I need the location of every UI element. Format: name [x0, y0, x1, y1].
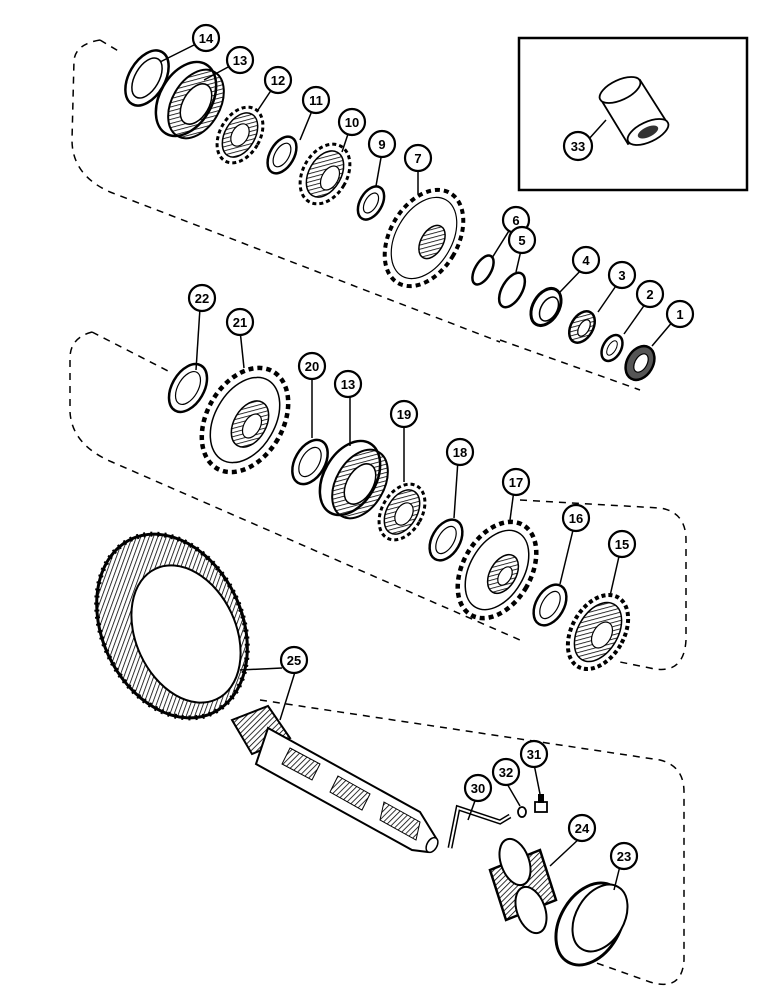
callout-label: 10 — [345, 115, 359, 130]
callout-13-upper: 13 — [225, 45, 255, 75]
callout-5: 5 — [507, 225, 537, 255]
callout-label: 7 — [414, 151, 421, 166]
callout-label: 33 — [571, 139, 585, 154]
callout-23: 23 — [609, 841, 639, 871]
callout-label: 2 — [646, 287, 653, 302]
o-ring-32 — [517, 806, 527, 818]
snap-ring-5 — [497, 271, 527, 309]
callout-label: 17 — [509, 475, 523, 490]
callout-2: 2 — [635, 279, 665, 309]
callout-33: 33 — [562, 130, 594, 162]
washer-20 — [291, 438, 329, 486]
callout-3: 3 — [607, 260, 637, 290]
callout-24: 24 — [567, 813, 597, 843]
nut-1 — [624, 344, 656, 382]
callout-25: 25 — [279, 645, 309, 675]
callout-31: 31 — [519, 739, 549, 769]
callout-32: 32 — [491, 757, 521, 787]
callout-14: 14 — [191, 23, 221, 53]
gear-15 — [565, 593, 631, 671]
snap-ring-6 — [471, 254, 495, 286]
callout-19: 19 — [389, 399, 419, 429]
oil-tube-30 — [447, 804, 512, 849]
callout-label: 30 — [471, 781, 485, 796]
ring-gear-25 — [94, 531, 250, 721]
washer-22 — [167, 362, 209, 414]
callout-label: 23 — [617, 849, 631, 864]
callout-label: 32 — [499, 765, 513, 780]
washer-11 — [266, 135, 298, 175]
callout-label: 21 — [233, 315, 247, 330]
callout-label: 24 — [575, 821, 590, 836]
coupler-13-upper — [154, 60, 225, 140]
callout-17: 17 — [501, 467, 531, 497]
gear-21 — [199, 365, 291, 475]
bearing-cup-23 — [554, 881, 629, 967]
callout-label: 4 — [582, 253, 590, 268]
bearing-cone-3 — [567, 310, 597, 344]
callout-label: 16 — [569, 511, 583, 526]
group-outline-lower — [259, 339, 685, 986]
fitting-31 — [534, 794, 548, 813]
callout-label: 13 — [233, 53, 247, 68]
gear-17 — [455, 519, 539, 621]
callout-label: 6 — [512, 213, 519, 228]
bearing-cup-4 — [529, 287, 563, 327]
sprocket-7 — [382, 187, 466, 289]
inset-box — [517, 36, 749, 192]
callout-9: 9 — [367, 129, 397, 159]
callout-label: 31 — [527, 747, 541, 762]
bearing-cone-24 — [488, 837, 558, 935]
group-outline-middle — [69, 331, 687, 671]
callout-label: 9 — [378, 137, 385, 152]
callout-12: 12 — [263, 65, 293, 95]
coupler-13-lower — [318, 439, 389, 520]
callout-18: 18 — [445, 437, 475, 467]
callout-1: 1 — [665, 299, 695, 329]
callout-label: 22 — [195, 291, 209, 306]
callout-label: 18 — [453, 445, 467, 460]
callout-label: 25 — [287, 653, 301, 668]
sleeve-33 — [598, 76, 670, 146]
callout-label: 14 — [199, 31, 214, 46]
gear-10 — [298, 142, 352, 206]
callout-10: 10 — [337, 107, 367, 137]
callout-30: 30 — [463, 773, 493, 803]
washer-9 — [356, 185, 386, 221]
callout-label: 13 — [341, 377, 355, 392]
group-outline-upper — [71, 39, 501, 343]
washer-16 — [532, 583, 568, 627]
washer-14 — [124, 49, 170, 107]
washer-18 — [428, 518, 464, 562]
callout-20: 20 — [297, 351, 327, 381]
callout-22: 22 — [187, 283, 217, 313]
callout-13-lower: 13 — [333, 369, 363, 399]
callout-label: 20 — [305, 359, 319, 374]
callout-label: 3 — [618, 268, 625, 283]
callout-15: 15 — [607, 529, 637, 559]
callout-label: 5 — [518, 233, 525, 248]
gear-19 — [377, 482, 427, 542]
pinion-shaft-25 — [230, 704, 439, 854]
callout-label: 12 — [271, 73, 285, 88]
washer-2 — [600, 333, 624, 363]
leader-lines — [159, 43, 675, 891]
callout-16: 16 — [561, 503, 591, 533]
callout-4: 4 — [571, 245, 601, 275]
callout-11: 11 — [301, 85, 331, 115]
callout-label: 15 — [615, 537, 629, 552]
callout-label: 1 — [676, 307, 683, 322]
gear-12 — [215, 105, 265, 165]
callout-label: 11 — [309, 93, 323, 108]
callout-21: 21 — [225, 307, 255, 337]
callout-7: 7 — [403, 143, 433, 173]
callout-label: 19 — [397, 407, 411, 422]
